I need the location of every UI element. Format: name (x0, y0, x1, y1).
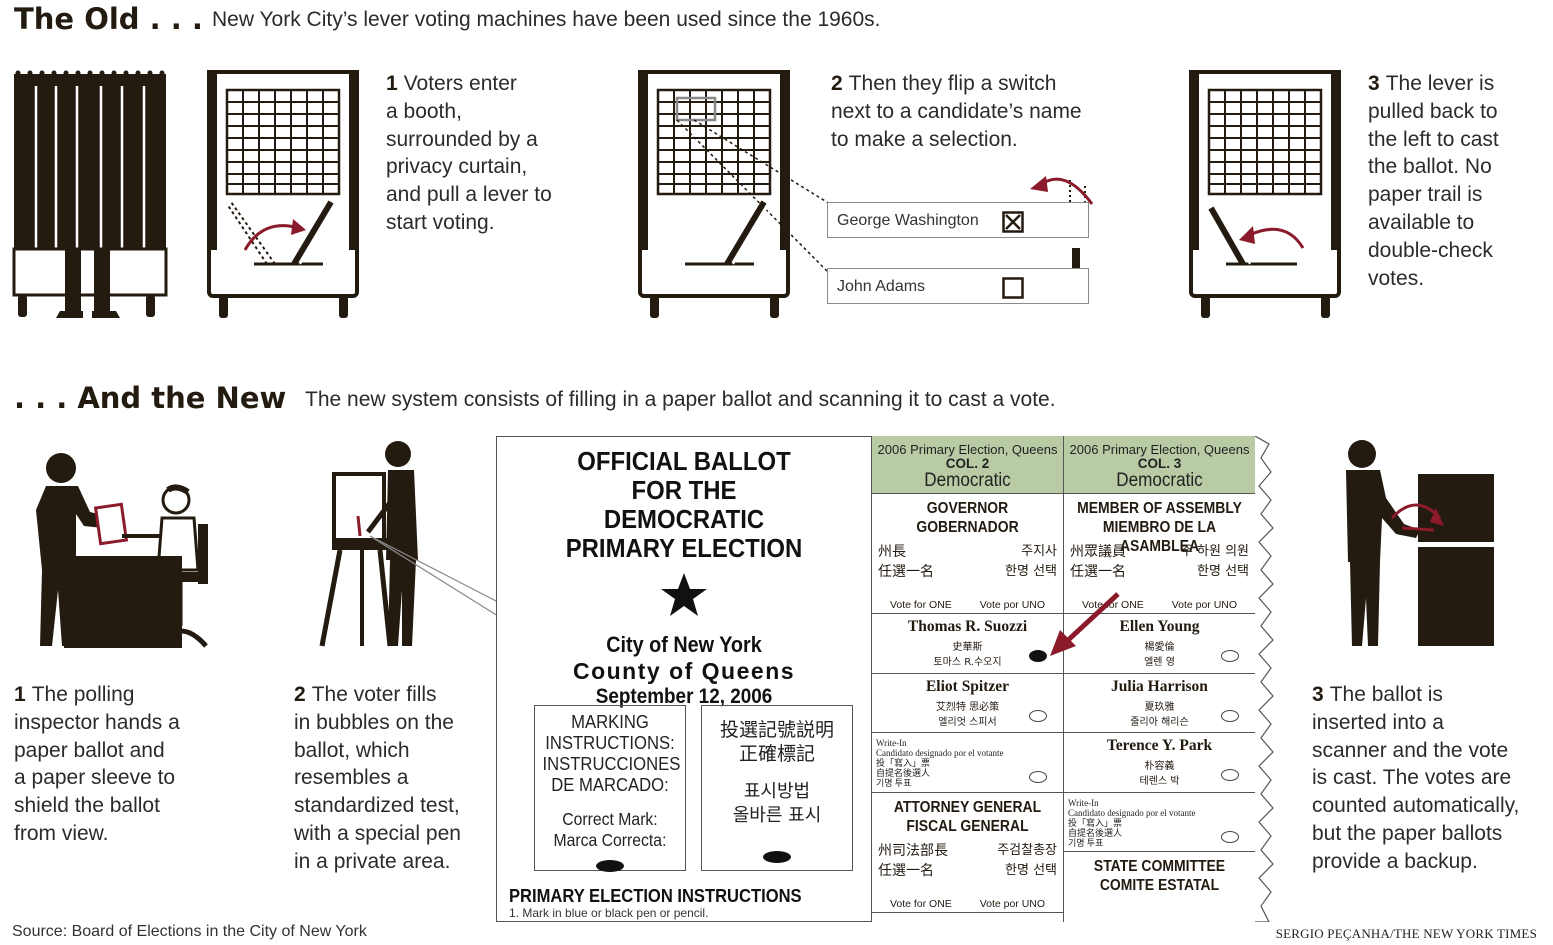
empty-bubble[interactable] (1221, 709, 1239, 722)
instructions-title: PRIMARY ELECTION INSTRUCTIONS (509, 886, 802, 906)
candidate-name: George Washington (837, 212, 979, 229)
checked-box-icon (1002, 211, 1024, 233)
switch-row-george-washington[interactable]: George Washington (827, 202, 1089, 238)
candidate-row[interactable]: Terence Y. Park 朴容義 테렌스 박 (1064, 733, 1255, 793)
switch-row-john-adams[interactable]: John Adams (827, 268, 1089, 304)
ballot-column-2: 2006 Primary Election, Queens COL. 2 Dem… (871, 436, 1063, 922)
star-icon (661, 573, 707, 616)
empty-bubble[interactable] (1221, 830, 1239, 843)
lever-machine-cast-illustration (1189, 70, 1341, 318)
lever-machine-select-illustration (638, 70, 1094, 318)
ballot-county: County of Queens (572, 658, 796, 684)
candidate-row[interactable]: Thomas R. Suozzi 史華斯 토마스 R.수오지 (872, 614, 1063, 674)
ballot-date: September 12, 2006 (595, 685, 773, 708)
candidate-row[interactable]: Eliot Spitzer 艾烈特 思必策 엘리엇 스피서 (872, 674, 1063, 733)
ballot-city: City of New York (606, 632, 762, 657)
correct-mark-example (763, 851, 791, 863)
write-in-row[interactable]: Write-In Candidato designado por el vota… (1064, 793, 1255, 852)
ballot-column-3: 2006 Primary Election, Queens COL. 3 Dem… (1063, 436, 1255, 922)
marking-instructions-en: MARKING INSTRUCTIONS: INSTRUCCIONES DE M… (534, 705, 686, 872)
ballot-title: OFFICIAL BALLOT FOR THE DEMOCRATIC PRIMA… (565, 446, 803, 563)
credit-line: SERGIO PEÇANHA/THE NEW YORK TIMES (1275, 926, 1537, 941)
candidate-row[interactable]: Ellen Young 楊愛倫 엘렌 영 (1064, 614, 1255, 674)
torn-edge (1255, 436, 1274, 922)
source-note: Source: Board of Elections in the City o… (12, 923, 367, 940)
ballot-cover: OFFICIAL BALLOT FOR THE DEMOCRATIC PRIMA… (496, 436, 871, 922)
candidate-name: John Adams (837, 278, 926, 295)
correct-mark-example (596, 860, 624, 872)
column-header: 2006 Primary Election, Queens COL. 3 Dem… (1064, 436, 1255, 494)
old-section-subtitle: New York City’s lever voting machines ha… (212, 8, 881, 31)
ballot-scanner-illustration (1346, 440, 1494, 646)
red-arrow-icon (1050, 592, 1120, 656)
marking-instructions-asian: 投選記號説明 正確標記 표시방법 올바른 표시 (701, 705, 853, 871)
voter-at-booth-illustration (319, 441, 499, 647)
empty-bubble[interactable] (1221, 769, 1239, 781)
instructions-text: 1. Mark in blue or black pen or pencil. (509, 906, 709, 920)
new-section-title: . . . And the New (14, 381, 287, 415)
empty-bubble[interactable] (1029, 771, 1047, 783)
empty-bubble[interactable] (1221, 650, 1239, 662)
paper-ballot: OFFICIAL BALLOT FOR THE DEMOCRATIC PRIMA… (496, 436, 1276, 922)
filled-bubble[interactable] (1029, 650, 1047, 662)
poll-worker-illustration (36, 453, 208, 648)
curtained-booth-illustration (12, 70, 168, 318)
unchecked-box-icon (1002, 277, 1024, 299)
lever-machine-start-illustration (207, 70, 359, 318)
write-in-row[interactable]: Write-In Candidato designado por el vota… (872, 733, 1063, 793)
column-header: 2006 Primary Election, Queens COL. 2 Dem… (872, 436, 1063, 494)
empty-bubble[interactable] (1029, 709, 1047, 722)
new-section-subtitle: The new system consists of filling in a … (305, 388, 1056, 411)
candidate-row[interactable]: Julia Harrison 夏玖雅 줄리아 해리슨 (1064, 674, 1255, 733)
old-section-title: The Old . . . (14, 2, 203, 36)
